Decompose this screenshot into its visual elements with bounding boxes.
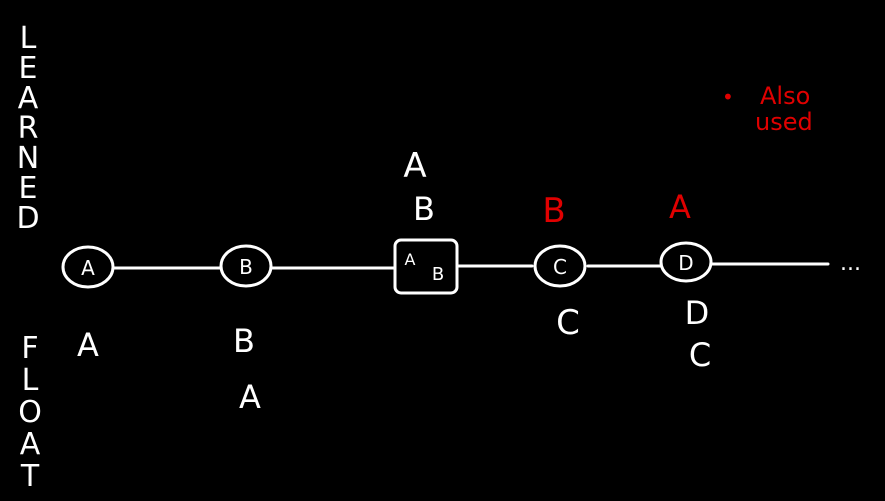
- float-item: A: [77, 326, 99, 364]
- note-line-1: Also: [760, 82, 810, 110]
- learned-letter: D: [16, 201, 39, 236]
- node-label: C: [553, 255, 567, 279]
- also-used-note: • Also used: [722, 82, 813, 136]
- node-circle: [219, 244, 273, 288]
- learned-stack-c: B: [542, 191, 565, 231]
- float-item: C: [556, 303, 580, 343]
- float-item: C: [689, 336, 711, 374]
- float-item: B: [233, 322, 255, 360]
- float-letter: T: [20, 459, 40, 494]
- float-letter: F: [21, 331, 38, 366]
- learned-stack-ab: A B: [403, 146, 435, 228]
- float-stack-b: B A: [233, 322, 261, 416]
- node-circle: [61, 245, 115, 289]
- float-stack-c: C: [556, 303, 580, 343]
- learned-item: A: [403, 146, 426, 186]
- node-b: B: [219, 244, 273, 288]
- node-d: D: [659, 241, 713, 283]
- float-item: D: [685, 294, 710, 332]
- learned-item-new: A: [669, 188, 691, 226]
- timeline-ellipsis: ...: [840, 251, 861, 276]
- float-vertical-label: F L O A T: [18, 331, 42, 494]
- learned-letter: N: [17, 141, 39, 176]
- float-item: A: [239, 378, 261, 416]
- node-label: B: [239, 255, 253, 279]
- node-label-main: A: [405, 250, 416, 269]
- node-label-sub: B: [432, 264, 444, 285]
- float-letter: O: [18, 395, 42, 430]
- learned-letter: A: [18, 81, 39, 116]
- node-label: A: [81, 256, 95, 280]
- node-box: [393, 238, 459, 295]
- learned-letter: L: [20, 21, 37, 56]
- float-stack-d: D C: [685, 294, 711, 374]
- node-circle: [659, 241, 713, 283]
- node-label: D: [678, 251, 693, 275]
- float-stack-a: A: [77, 326, 99, 364]
- learned-stack-d: A: [669, 188, 691, 226]
- learned-item-new: B: [542, 191, 565, 231]
- learned-letter: R: [18, 111, 39, 146]
- float-letter: A: [20, 427, 41, 462]
- learned-vertical-label: L E A R N E D: [16, 21, 39, 236]
- note-line-2: used: [755, 108, 813, 136]
- note-bullet: •: [722, 85, 734, 109]
- learned-item: B: [413, 190, 435, 228]
- node-circle: [533, 244, 587, 288]
- learned-letter: E: [19, 171, 38, 206]
- timeline: [112, 262, 830, 270]
- node-a: A: [61, 245, 115, 289]
- node-ab-box: A B: [393, 238, 459, 295]
- float-letter: L: [22, 363, 39, 398]
- node-c: C: [533, 244, 587, 288]
- learned-letter: E: [19, 51, 38, 86]
